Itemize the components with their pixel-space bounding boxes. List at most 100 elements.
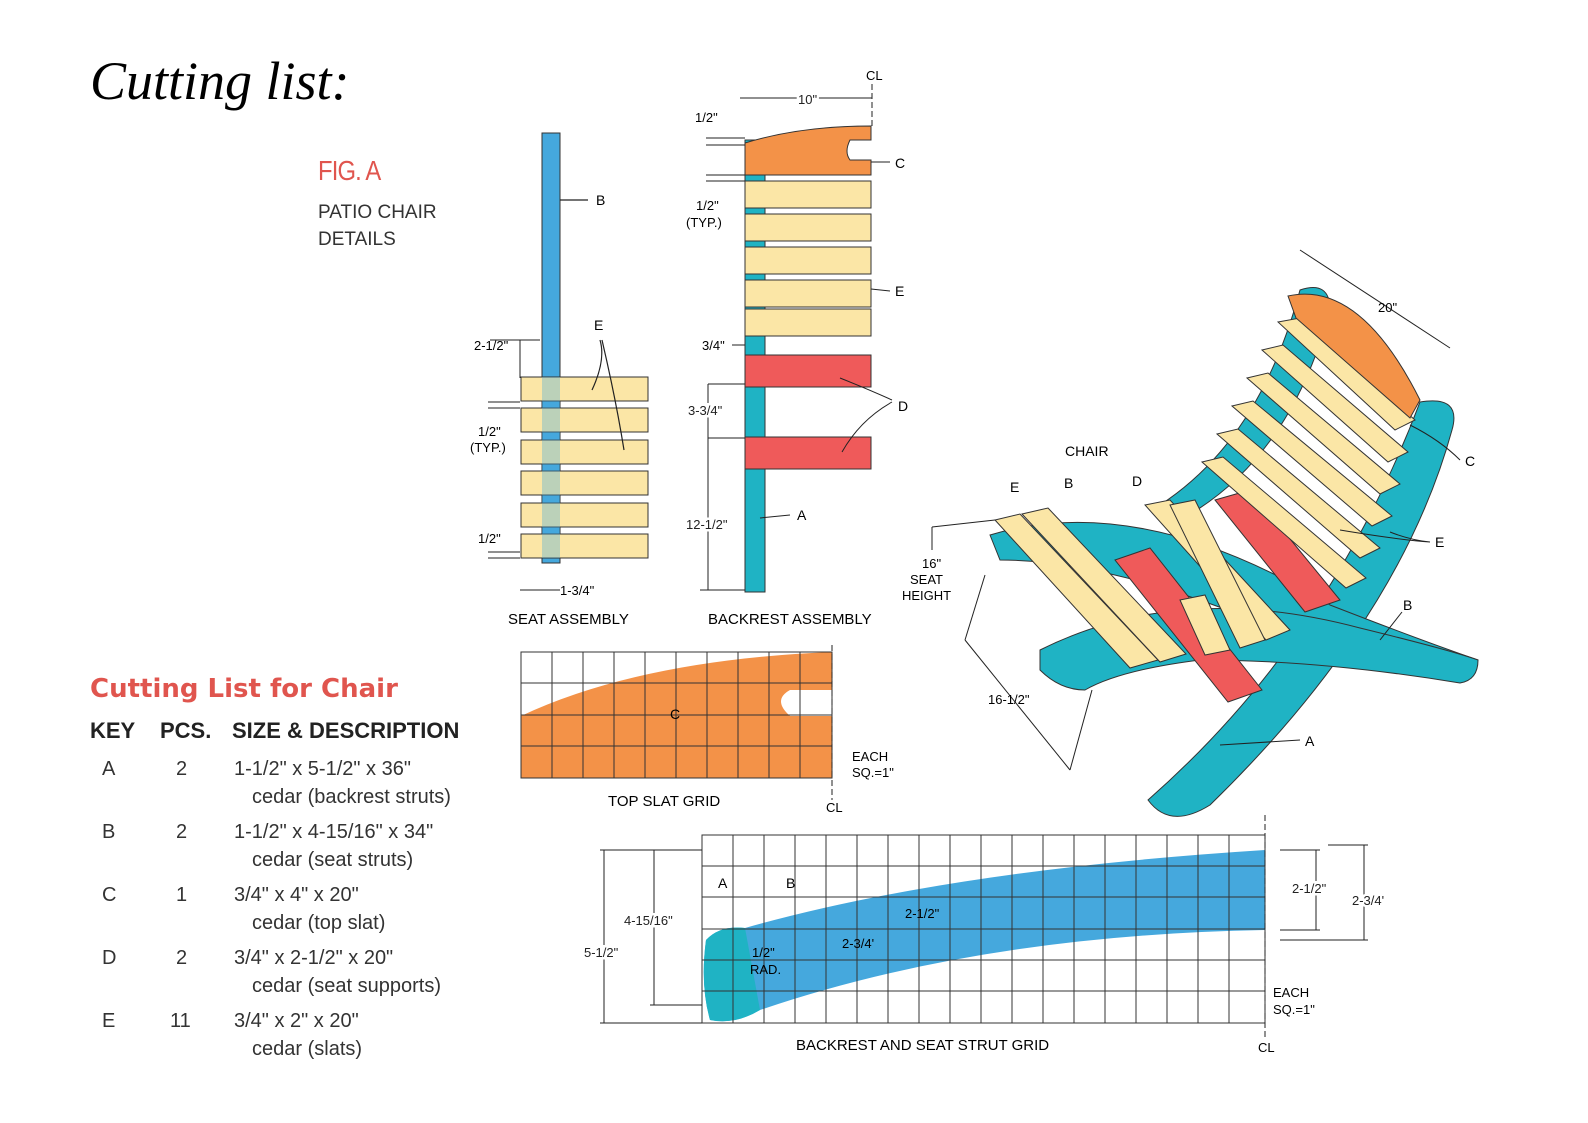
strut-dim-234: 2-3/4' (842, 936, 874, 951)
row-pcs: 1 (176, 884, 188, 906)
backrest-slat (744, 213, 872, 242)
row-pcs: 2 (176, 821, 188, 843)
seat-label-e: E (594, 317, 603, 333)
figure-subtitle: PATIO CHAIR DETAILS (318, 199, 437, 253)
leader-line (1219, 739, 1301, 746)
seat-support-d (744, 354, 872, 388)
strut-each-1: EACH (1273, 985, 1309, 1000)
strut-shape-a-end (703, 927, 760, 1022)
backrest-label-c: C (895, 155, 905, 171)
row-desc: cedar (seat struts) (252, 849, 414, 871)
figure-subtitle-line2: DETAILS (318, 229, 396, 250)
dim-line (1299, 249, 1451, 349)
seat-assembly: B E 2-1/2" 1/2" (TYP.) 1/2" 1-3/4" SEAT … (470, 132, 649, 628)
leader-line (759, 514, 791, 519)
strut-dim-212-right: 2-1/2" (1292, 881, 1327, 896)
leader-line (1339, 424, 1461, 543)
strut-label-b: B (786, 875, 795, 891)
row-desc: cedar (backrest struts) (252, 786, 451, 808)
row-pcs: 2 (176, 947, 188, 969)
backrest-dim-width: 10" (798, 92, 817, 107)
chair-label-c: C (1465, 453, 1475, 469)
top-slat-cl: CL (826, 800, 843, 815)
strut-cl: CL (1258, 1040, 1275, 1055)
strut-dim-234-right: 2-3/4' (1352, 893, 1384, 908)
chair-view: 20" 16" SEAT HEIGHT 16-1/2" CHAIR E B D … (902, 249, 1479, 817)
strut-label-a: A (718, 875, 728, 891)
chair-dim-seat-2: SEAT (910, 572, 943, 587)
backrest-label-a: A (797, 507, 807, 523)
grid-lines (520, 651, 833, 779)
chair-dim-1612: 16-1/2" (988, 692, 1030, 707)
top-slat-each-1: EACH (852, 749, 888, 764)
chair-label-a: A (1305, 733, 1315, 749)
seat-slat (520, 407, 649, 433)
backrest-dim-34: 3/4" (702, 338, 725, 353)
seat-slat (520, 376, 649, 402)
strut-shape-b (703, 850, 1265, 1022)
dim-line (931, 519, 996, 528)
row-key: A (102, 758, 116, 780)
seat-dim-top: 2-1/2" (474, 338, 509, 353)
dim-line (964, 639, 1071, 771)
header-pcs: PCS. (160, 718, 212, 743)
page-title: Cutting list: (90, 51, 350, 111)
header-key: KEY (90, 718, 136, 743)
backrest-dim-334: 3-3/4" (688, 403, 723, 418)
seat-support-d (1114, 547, 1263, 703)
row-size: 3/4" x 2-1/2" x 20" (234, 947, 394, 969)
cutting-list-title: Cutting List for Chair (90, 674, 398, 704)
backrest-dim-1212: 12-1/2" (686, 517, 728, 532)
header-desc: SIZE & DESCRIPTION (232, 718, 460, 743)
row-size: 1-1/2" x 5-1/2" x 36" (234, 758, 411, 780)
backrest-slat (744, 279, 872, 308)
chair-dim-seat-1: 16" (922, 556, 941, 571)
backrest-cl: CL (866, 68, 883, 83)
top-slat-label-c: C (670, 706, 680, 722)
backrest-label-e: E (895, 283, 904, 299)
leader-line (870, 288, 891, 292)
chair-label-b: B (1064, 475, 1073, 491)
dim-line (1069, 689, 1093, 771)
backrest-slat (744, 180, 872, 209)
seat-dim-width: 1-3/4" (560, 583, 595, 598)
chair-label-e: E (1010, 479, 1019, 495)
row-key: E (102, 1010, 116, 1032)
backrest-dim-typ: (TYP.) (686, 215, 722, 230)
seat-slat (520, 470, 649, 496)
seat-support-d (744, 436, 872, 470)
strut-grid-lines (701, 834, 1266, 1024)
strut-dim-rad-1: 1/2" (752, 945, 775, 960)
row-desc: cedar (seat supports) (252, 975, 441, 997)
dim-line (964, 574, 986, 641)
seat-dim-gap: 1/2" (478, 424, 501, 439)
seat-label-b: B (596, 192, 605, 208)
chair-label-b2: B (1403, 597, 1412, 613)
top-slat-caption: TOP SLAT GRID (608, 793, 720, 810)
row-key: B (102, 821, 116, 843)
strut-dim-rad-2: RAD. (750, 962, 781, 977)
backrest-dim-top: 1/2" (695, 110, 718, 125)
chair-label-e2: E (1435, 534, 1444, 550)
strut-caption: BACKREST AND SEAT STRUT GRID (796, 1037, 1049, 1054)
backrest-slat (744, 246, 872, 275)
backrest-dim-gap: 1/2" (696, 198, 719, 213)
seat-slat (520, 439, 649, 465)
strut-dim-41516: 4-15/16" (624, 913, 673, 928)
leader-line (591, 339, 625, 451)
seat-slat (520, 502, 649, 528)
row-size: 3/4" x 2" x 20" (234, 1010, 359, 1032)
chair-dim-20: 20" (1378, 300, 1397, 315)
chair-seat-slats (994, 499, 1291, 669)
row-pcs: 11 (170, 1010, 191, 1032)
backrest-top-slat-c (744, 125, 872, 176)
seat-slat (520, 533, 649, 559)
chair-top-slat-c (1287, 293, 1421, 419)
seat-dim-bottom: 1/2" (478, 531, 501, 546)
row-key: D (102, 947, 117, 969)
chair-backrest-slats (1200, 317, 1416, 589)
backrest-assembly: 10" CL 1/2" 1/2" (TYP.) 3/4" 3-3/4" 12-1… (684, 68, 909, 628)
row-desc: cedar (top slat) (252, 912, 386, 934)
row-desc: cedar (slats) (252, 1038, 363, 1060)
row-size: 3/4" x 4" x 20" (234, 884, 359, 906)
